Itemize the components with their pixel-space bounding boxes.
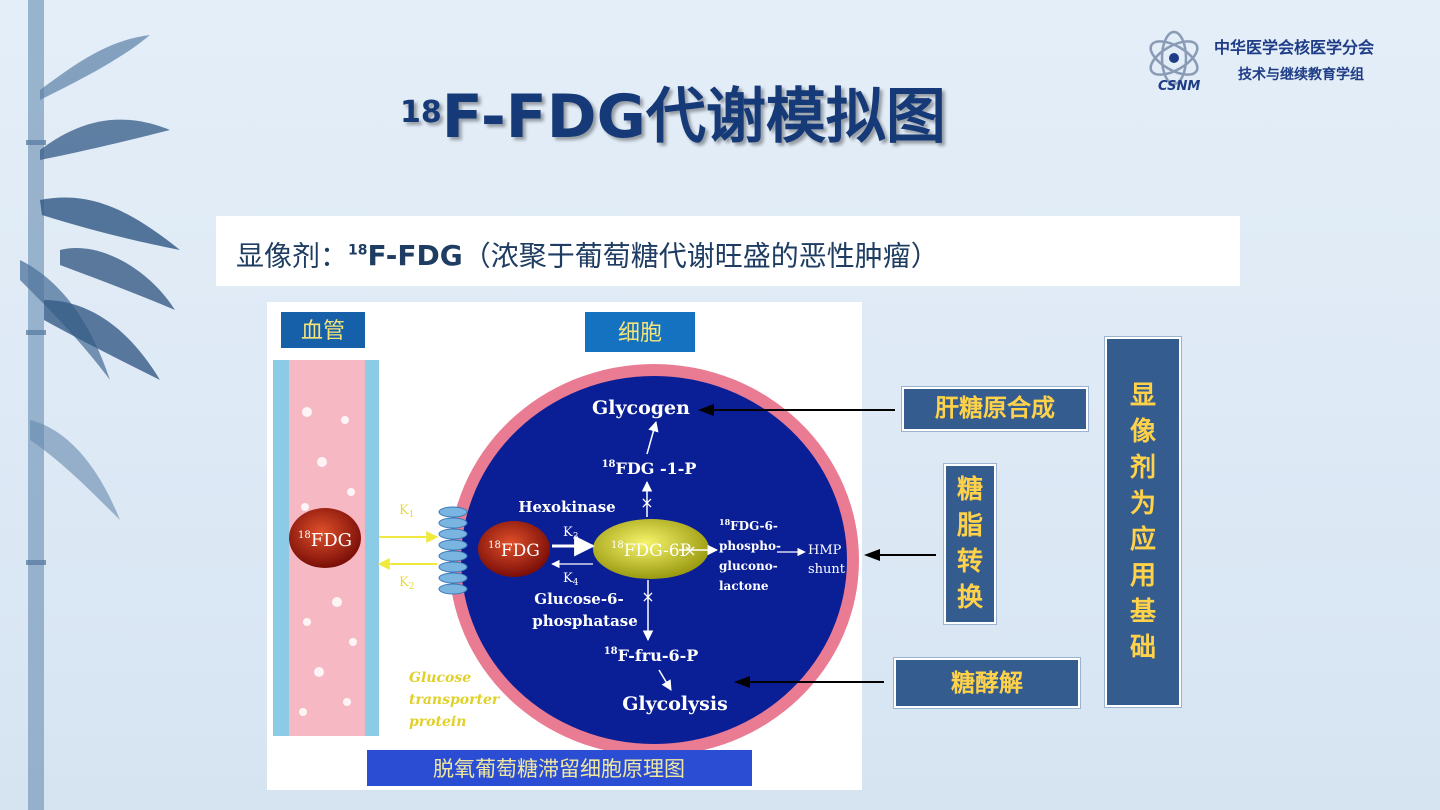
transporter-line-1: Glucose	[409, 670, 471, 686]
glycogen-label: Glycogen	[592, 397, 690, 419]
vessel-label: 血管	[301, 319, 345, 344]
transporter-line-3: protein	[409, 714, 466, 730]
lipid-conversion-box: 糖 脂 转 换	[944, 464, 996, 624]
fdg1p-label: 18FDG -1-P	[602, 459, 697, 478]
logo-line-1: 中华医学会核医学分会	[1214, 38, 1375, 57]
atom-logo-icon: CSNM	[1149, 30, 1200, 94]
glycogen-synthesis-box: 肝糖原合成	[902, 387, 1088, 431]
subtitle-prefix: 显像剂：	[236, 239, 349, 273]
cell-fdg-label: 18FDG	[488, 540, 540, 561]
g6p-line-1: Glucose-6-	[534, 590, 623, 608]
basis-char-8: 础	[1129, 633, 1156, 663]
lipid-char-2: 脂	[956, 511, 983, 541]
glycolysis-box: 糖酵解	[894, 658, 1080, 708]
subtitle-box: 显像剂：18F-FDG（浓聚于葡萄糖代谢旺盛的恶性肿瘤）	[216, 216, 1240, 286]
lipid-char-3: 转	[956, 547, 983, 577]
title-superscript: 18	[400, 95, 442, 130]
hmp-line-2: shunt	[808, 562, 846, 577]
fdg-cell-diagram: 血管 细胞 18FDG K1 K2 Glucose transporter pr…	[267, 302, 862, 790]
page-title: 18F-FDG代谢模拟图	[400, 72, 1060, 162]
logo-line-2: 技术与继续教育学组	[1238, 67, 1364, 83]
arrow-to-glycolysis	[658, 669, 672, 691]
phospho-line-2: phospho-	[719, 539, 781, 553]
subtitle-superscript: 18	[348, 243, 368, 259]
basis-char-1: 显	[1129, 381, 1156, 411]
phospho-line-3: glucono-	[719, 559, 778, 573]
imaging-basis-box: 显 像 剂 为 应 用 基 础	[1105, 337, 1181, 707]
block-mark-down: ×	[641, 587, 654, 606]
arrow-glycolysis	[734, 676, 884, 688]
subtitle-drug: F-FDG	[367, 239, 463, 273]
arrow-glycogen-synthesis	[698, 404, 895, 416]
basis-char-6: 用	[1129, 561, 1156, 591]
fdg6p-label: 18FDG-6P	[611, 540, 691, 561]
basis-char-7: 基	[1129, 597, 1156, 627]
block-mark-right: ×	[683, 541, 696, 560]
basis-char-4: 为	[1129, 489, 1156, 519]
bamboo-decoration	[20, 0, 180, 810]
transporter-protein	[438, 506, 468, 595]
glycolysis-label: Glycolysis	[622, 693, 728, 715]
block-mark-up: ×	[640, 493, 653, 512]
subtitle: 显像剂：18F-FDG（浓聚于葡萄糖代谢旺盛的恶性肿瘤）	[236, 216, 939, 291]
arrow-to-glycogen	[646, 420, 659, 455]
k2-label: K2	[399, 575, 414, 592]
phospho-line-1: 18FDG-6-	[719, 517, 778, 533]
cell-label: 细胞	[618, 321, 662, 346]
diagram-caption: 脱氧葡萄糖滞留细胞原理图	[433, 757, 685, 781]
blood-fdg-ball	[289, 508, 361, 568]
hmp-line-1: HMP	[808, 543, 842, 558]
fru-label: 18F-fru-6-P	[604, 646, 699, 665]
vessel-label-box	[281, 312, 365, 348]
basis-char-3: 剂	[1129, 453, 1156, 483]
cell-label-box	[585, 312, 695, 352]
basis-char-5: 应	[1129, 525, 1156, 555]
subtitle-suffix: （浓聚于葡萄糖代谢旺盛的恶性肿瘤）	[462, 239, 939, 273]
lipid-char-1: 糖	[956, 475, 983, 505]
arrow-lipid-conversion	[864, 549, 936, 561]
csnm-logo: CSNM 中华医学会核医学分会 技术与继续教育学组	[1142, 28, 1422, 98]
fdg6p-ball	[593, 519, 709, 579]
title-text: F-FDG代谢模拟图	[441, 82, 946, 152]
k4-label: K4	[563, 571, 579, 588]
blood-particles	[299, 407, 357, 716]
hexokinase-label: Hexokinase	[518, 498, 615, 516]
blood-fdg-label: 18FDG	[298, 530, 352, 551]
basis-char-2: 像	[1129, 417, 1156, 447]
k1-label: K1	[399, 503, 414, 520]
phospho-line-4: lactone	[719, 579, 769, 593]
logo-mark: CSNM	[1158, 79, 1200, 94]
transporter-line-2: transporter	[409, 692, 501, 708]
g6p-line-2: phosphatase	[532, 612, 638, 630]
cell-fdg-ball	[478, 521, 550, 577]
lipid-char-4: 换	[956, 583, 983, 613]
caption-box	[367, 750, 752, 786]
